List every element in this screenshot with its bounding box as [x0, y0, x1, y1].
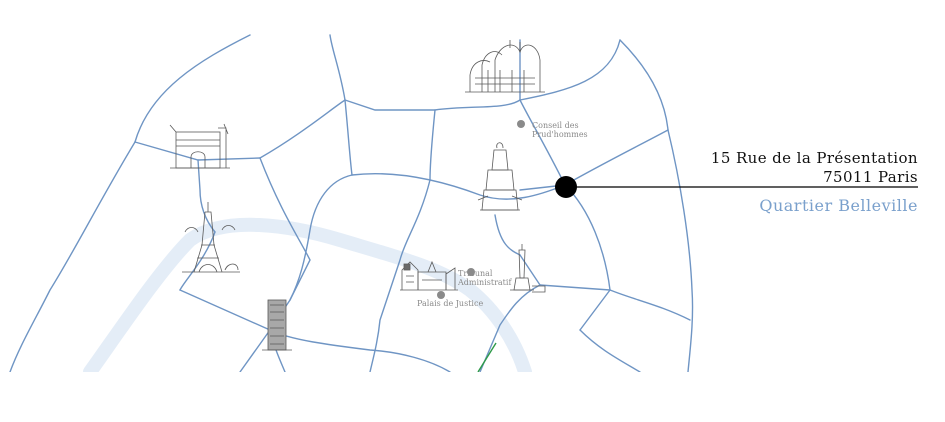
poi-dot-palais[interactable] [437, 291, 445, 299]
poi-dot-tribunal[interactable] [467, 268, 475, 276]
bastille-column-sketch [510, 244, 546, 293]
eiffel-tower-sketch [182, 202, 240, 273]
green-path [477, 342, 497, 372]
montparnasse-tower-sketch [262, 299, 292, 351]
poi-dot-conseil[interactable] [517, 120, 525, 128]
district-name: Quartier Belleville [759, 196, 918, 215]
address-line-1: 15 Rue de la Présentation [710, 149, 918, 167]
hotel-de-ville-sketch [400, 260, 458, 291]
poi-label-tribunal-line2: Administratif [457, 278, 512, 287]
arc-de-triomphe-sketch [169, 123, 230, 169]
poi-label-conseil-line1: Conseil des [532, 121, 579, 130]
sacre-coeur-sketch [465, 40, 545, 93]
poi-label-palais: Palais de Justice [417, 299, 483, 308]
roads [9, 34, 694, 372]
seine-river [83, 217, 532, 372]
republique-statue-sketch [477, 142, 523, 211]
poi-label-conseil-line2: Prud'hommes [532, 130, 588, 139]
address-line-2: 75011 Paris [823, 168, 918, 186]
location-marker[interactable] [555, 176, 577, 198]
poi-label-tribunal-line1: Tribunal [458, 269, 493, 278]
